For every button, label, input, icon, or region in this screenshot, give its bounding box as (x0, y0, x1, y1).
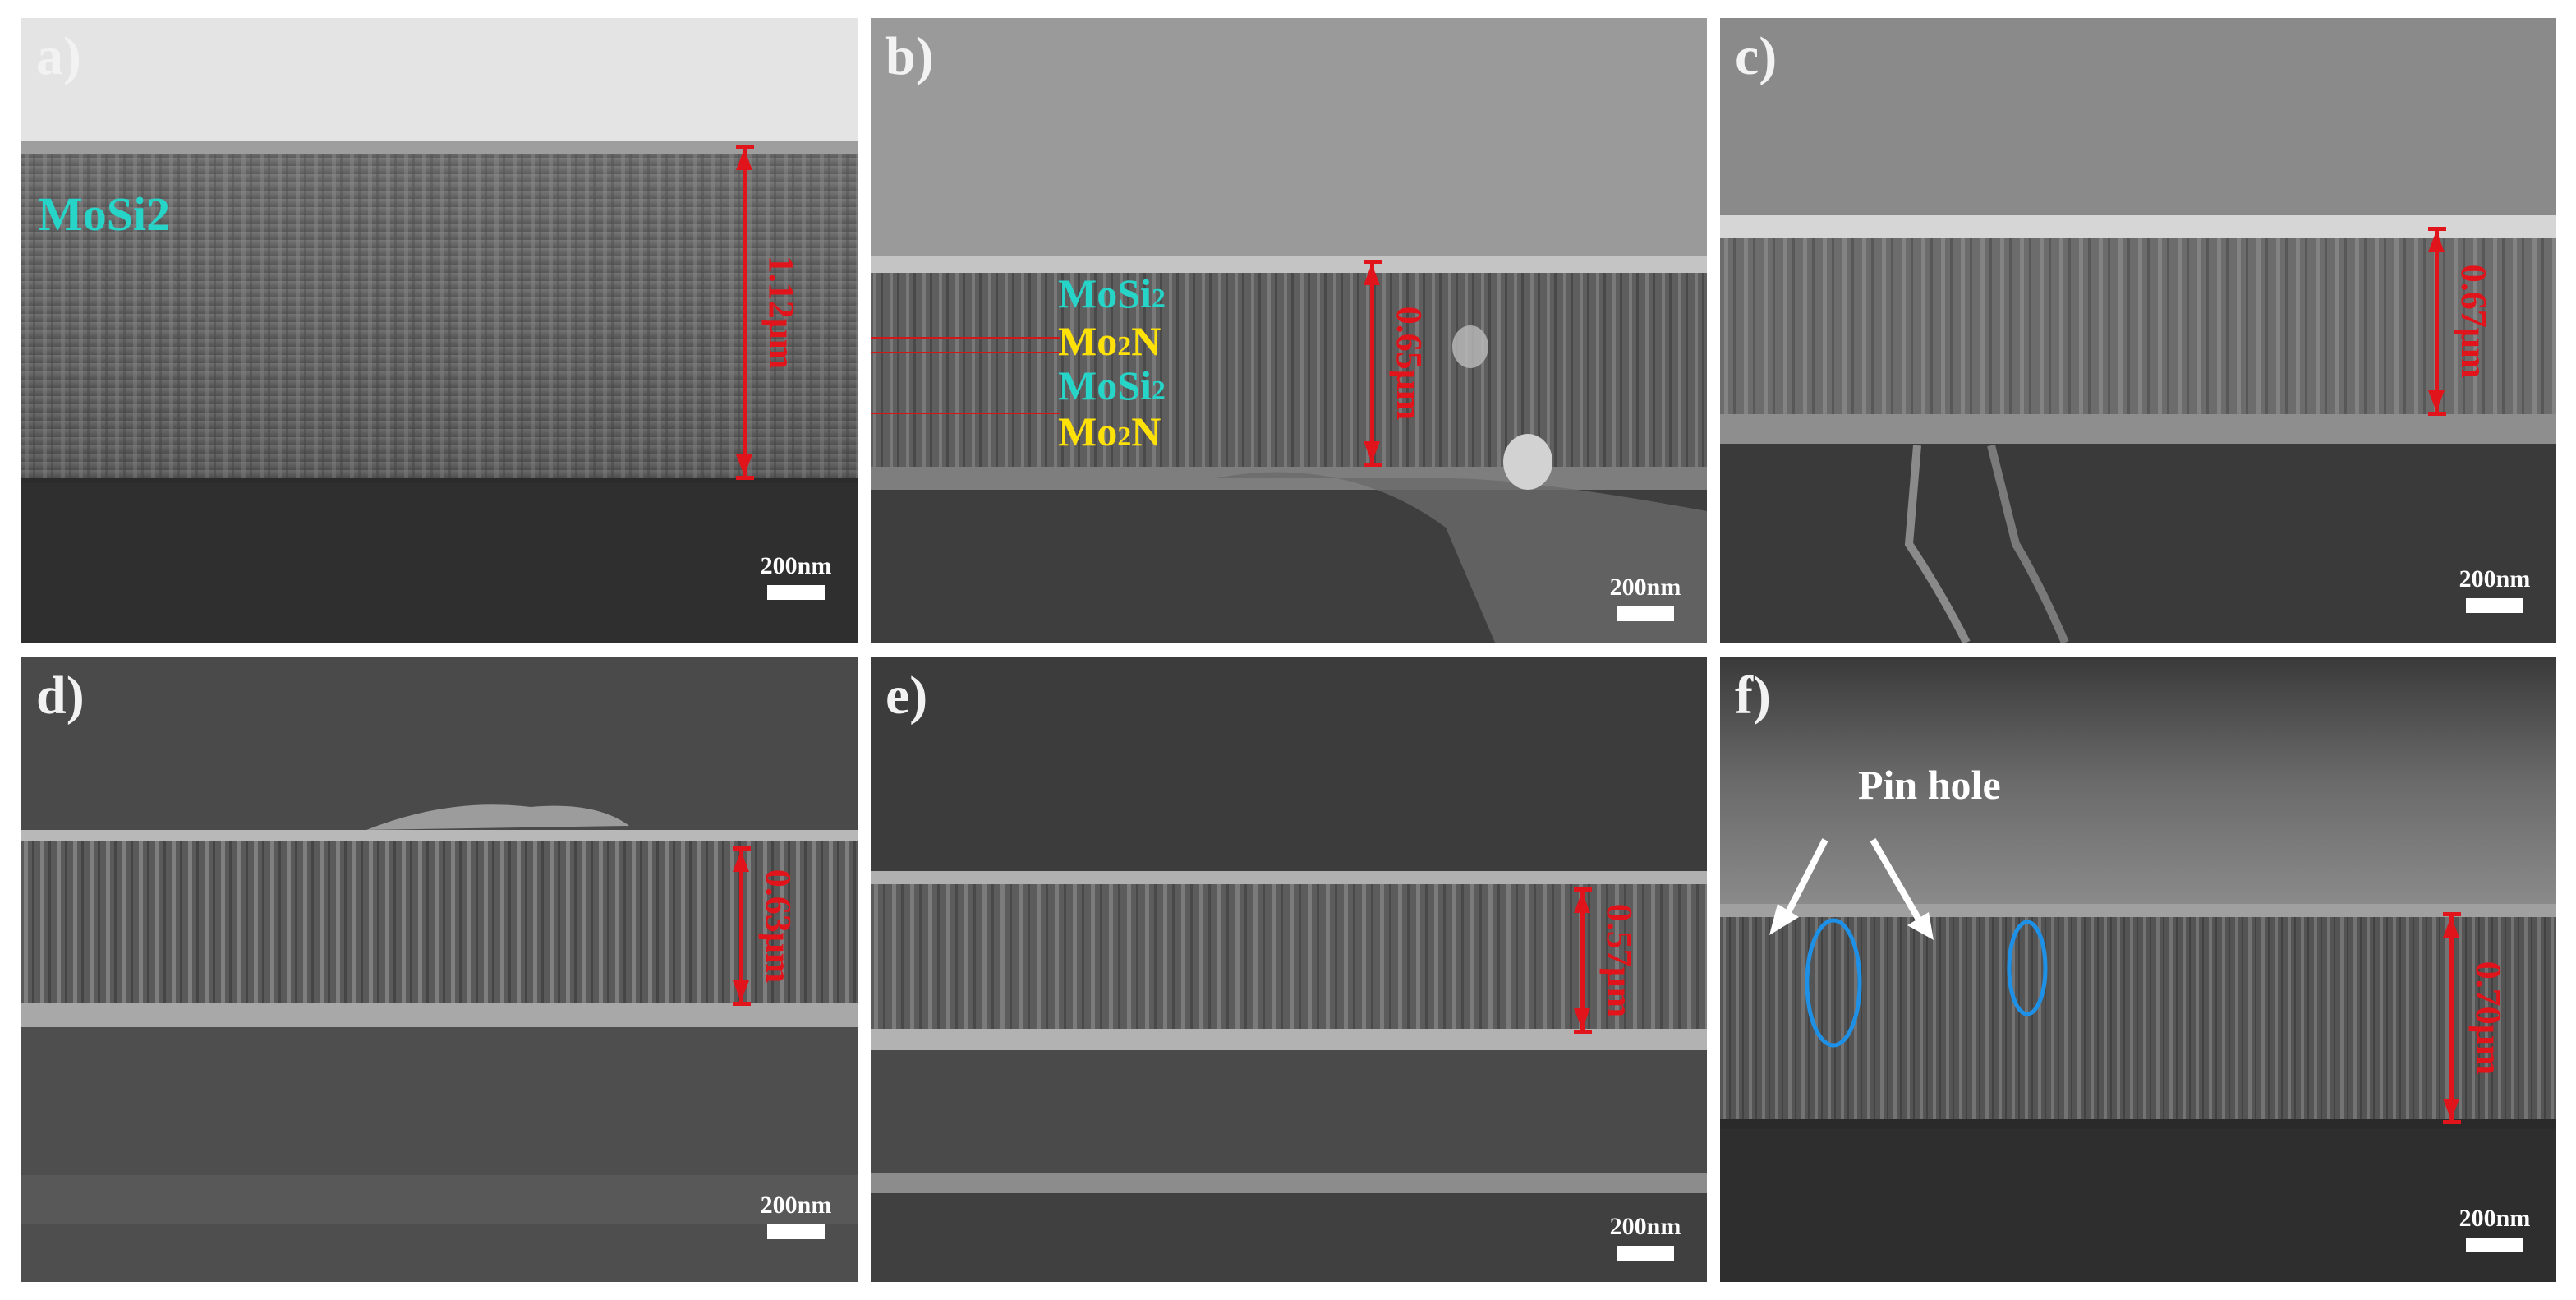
thickness-value-d: 0.63μm (758, 869, 798, 984)
thickness-marker-a: 1.12μm (736, 145, 835, 480)
sem-panel-d: d) 0.63μm 200nm (21, 657, 858, 1282)
thickness-marker-d: 0.63μm (733, 846, 815, 1006)
pinhole-annotation: Pin hole (1858, 762, 2001, 808)
scale-text-d: 200nm (760, 1192, 832, 1219)
layer-label-mosi2-a: MoSi2 (38, 191, 170, 238)
scale-bar-d: 200nm (761, 1193, 831, 1239)
sem-panel-a: a) MoSi2 1.12μm 200nm (21, 18, 858, 643)
scale-line-b (1617, 606, 1674, 621)
panel-label-e: e) (886, 666, 928, 726)
thickness-value-e: 0.57μm (1599, 903, 1640, 1018)
layer-label-mo2n-1: Mo2N (1058, 318, 1162, 364)
sem-image-e (871, 657, 1707, 1282)
thickness-marker-b: 0.65μm (1364, 260, 1446, 467)
panel-label-d: d) (36, 666, 85, 726)
interface-line-1 (871, 337, 1060, 339)
panel-label-f: f) (1735, 666, 1771, 726)
sem-image-d (21, 657, 858, 1282)
layer-label-text: MoSi2 (38, 187, 171, 241)
thickness-value-b: 0.65μm (1389, 306, 1429, 421)
scale-line-a (767, 585, 825, 600)
scale-text-c: 200nm (2459, 565, 2531, 592)
sem-panel-f: f) Pin hole 0.70μm 200nm (1720, 657, 2556, 1282)
scale-line-d (767, 1224, 825, 1239)
interface-line-2 (871, 352, 1060, 353)
panel-label-c: c) (1735, 26, 1778, 86)
sem-image-a (21, 18, 858, 643)
panel-label-a: a) (36, 26, 81, 86)
layer-label-mosi2-1: MoSi2 (1058, 270, 1166, 316)
sem-panel-e: e) 0.57μm 200nm (871, 657, 1707, 1282)
sem-panel-b: b) MoSi2 Mo2N MoSi2 Mo2N 0.65μm 200nm (871, 18, 1707, 643)
sem-image-f (1720, 657, 2556, 1282)
thickness-marker-c: 0.67μm (2428, 227, 2510, 416)
scale-line-c (2466, 598, 2523, 613)
pinhole-ellipse-left (1805, 918, 1862, 1048)
layer-label-mo2n-2: Mo2N (1058, 408, 1162, 454)
scale-bar-a: 200nm (761, 554, 831, 600)
scale-text-e: 200nm (1609, 1213, 1681, 1240)
scale-text-a: 200nm (760, 552, 832, 579)
scale-line-f (2466, 1238, 2523, 1252)
sem-image-c (1720, 18, 2556, 643)
thickness-marker-f: 0.70μm (2443, 912, 2525, 1124)
scale-line-e (1617, 1246, 1674, 1261)
thickness-value-c: 0.67μm (2454, 264, 2494, 379)
scale-bar-f: 200nm (2459, 1206, 2530, 1252)
pinhole-arrows (1769, 838, 1934, 940)
scale-bar-e: 200nm (1610, 1215, 1681, 1261)
thickness-value-a: 1.12μm (761, 255, 802, 370)
layer-label-mosi2-2: MoSi2 (1058, 362, 1166, 408)
scale-text-f: 200nm (2459, 1205, 2531, 1232)
thickness-marker-e: 0.57μm (1574, 887, 1656, 1034)
scale-bar-c: 200nm (2459, 567, 2530, 613)
thickness-value-f: 0.70μm (2468, 961, 2509, 1076)
sem-panel-c: c) 0.67μm 200nm (1720, 18, 2556, 643)
scale-text-b: 200nm (1609, 574, 1681, 601)
interface-line-3 (871, 413, 1060, 414)
sem-image-b (871, 18, 1707, 643)
pinhole-ellipse-right (2007, 920, 2048, 1016)
scale-bar-b: 200nm (1610, 575, 1681, 621)
panel-label-b: b) (886, 26, 934, 86)
